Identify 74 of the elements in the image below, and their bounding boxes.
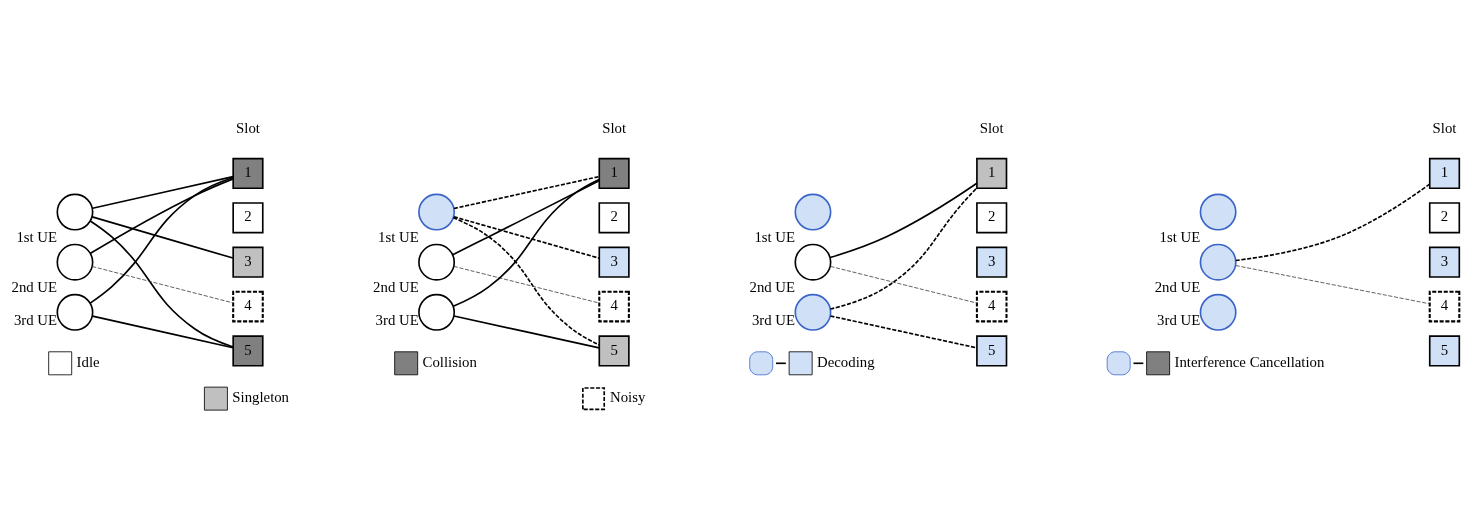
connector [829,315,978,349]
node-box: 2 [598,202,630,234]
connector [89,178,234,255]
node-circle [56,193,94,231]
node-label: 2nd UE [373,278,419,295]
node-circle [1199,293,1237,331]
node-circle [794,243,832,281]
node-label: 2nd UE [749,278,796,295]
node-box: 5 [232,335,264,367]
node-box: 4 [975,290,1008,323]
node-box: 1 [1428,157,1461,190]
node-box: 3 [976,246,1008,278]
connector [1235,183,1431,262]
node-label: 1st UE [754,228,796,245]
connector [829,187,978,310]
node-box: 2 [976,202,1008,234]
node-circle [794,193,832,231]
node-circle [1199,243,1237,281]
node-box: 5 [976,335,1008,367]
node-box: 1 [598,157,630,190]
node-circle [418,193,456,231]
node-circle [794,293,832,331]
label: Slot [979,119,1004,136]
legend-label: Noisy [609,389,646,406]
node-label: 3rd UE [375,312,419,329]
legend-label: Interference Cancellation [1174,353,1325,370]
node-label: 3rd UE [13,312,58,329]
node-label: 1st UE [1159,228,1201,245]
node-box: 5 [598,335,630,367]
node-box: 5 [1428,335,1461,367]
node-circle [56,243,94,281]
node-box: 2 [232,202,264,234]
connector [1235,265,1430,305]
node-box: 3 [1428,246,1461,278]
connector [829,182,978,259]
connector [453,315,600,349]
node-box: 3 [598,246,630,278]
node-box: 4 [232,290,264,323]
node-box: 1 [976,157,1008,190]
connector [89,220,234,348]
node-box: 2 [1428,202,1461,234]
connector [91,315,234,349]
node-circle [1199,193,1237,231]
connector [453,216,600,259]
node-box: 4 [1428,290,1461,323]
connector [830,265,978,304]
connector [451,179,600,256]
label: Slot [236,119,260,136]
label: Slot [1432,119,1457,136]
node-label: 2nd UE [1154,278,1201,295]
node-label: 3rd UE [1157,312,1201,329]
node-box: 1 [232,157,264,190]
node-label: 1st UE [378,228,419,245]
legend-label: Singleton [232,389,290,406]
label: Slot [602,119,626,136]
node-label: 3rd UE [751,312,796,329]
connector [91,266,234,304]
node-circle [56,293,94,331]
node-label: 2nd UE [11,278,58,295]
connector [453,175,600,210]
connector [452,217,600,346]
legend-label: Decoding [817,353,875,370]
node-circle [418,243,456,281]
node-label: 1st UE [16,228,58,245]
connector [91,216,234,259]
node-box: 4 [598,290,630,323]
connector [453,265,600,304]
node-circle [418,293,456,331]
legend-label: Collision [422,353,477,370]
legend-label: Idle [76,353,100,370]
connector [89,176,234,304]
connector [452,178,600,308]
connector [91,175,234,210]
node-box: 3 [232,246,264,278]
